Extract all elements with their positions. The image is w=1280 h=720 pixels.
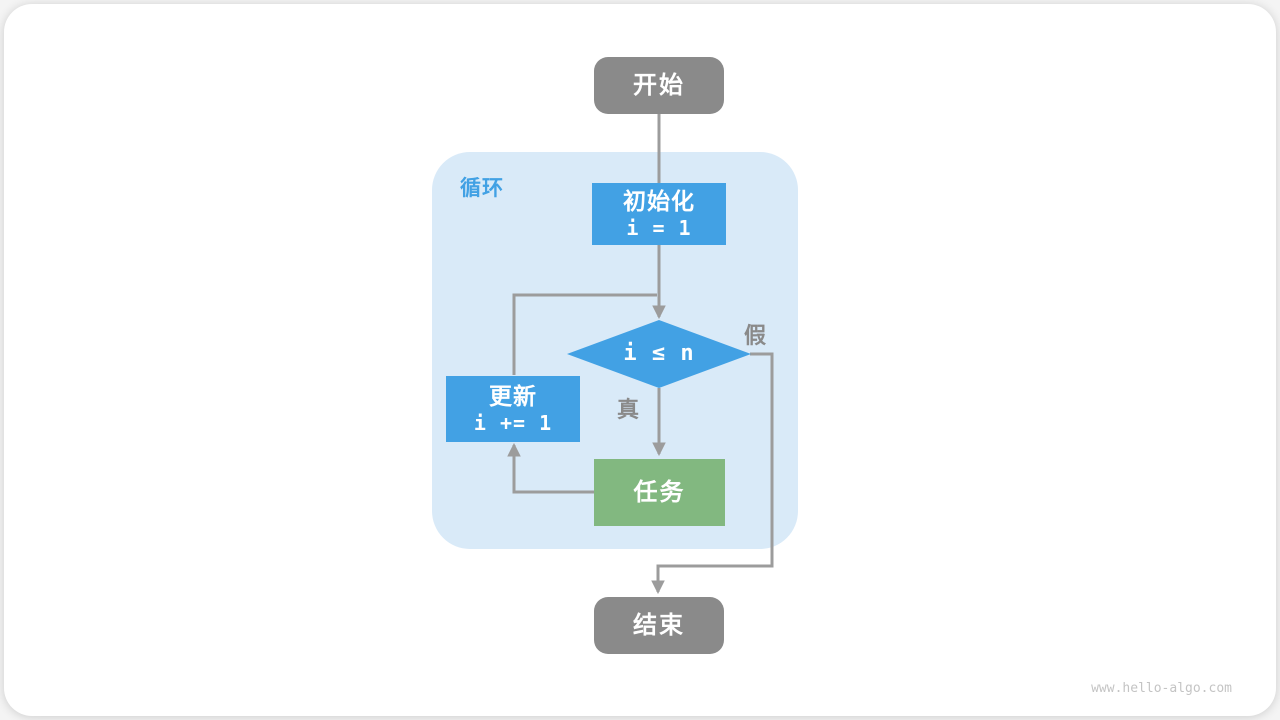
node-init-title: 初始化 <box>623 188 695 215</box>
node-update-title: 更新 <box>489 383 537 410</box>
flow-connectors <box>507 114 774 595</box>
node-task: 任务 <box>594 459 725 526</box>
loop-region-label: 循环 <box>460 177 504 200</box>
node-end-label: 结束 <box>633 611 685 639</box>
edge-update-to-mainline <box>512 293 657 375</box>
node-init: 初始化 i = 1 <box>592 183 726 245</box>
figure-card: 循环 开始 初始化 i = 1 i ≤ n 假 真 <box>4 4 1276 716</box>
edge-task-to-update <box>507 442 595 494</box>
edge-condition-false-to-end <box>651 352 774 595</box>
node-start: 开始 <box>594 57 724 114</box>
node-condition-code: i ≤ n <box>623 341 695 367</box>
node-update-code: i += 1 <box>473 410 553 435</box>
edge-label-false: 假 <box>744 323 767 348</box>
node-start-label: 开始 <box>633 71 685 99</box>
node-update: 更新 i += 1 <box>446 376 580 442</box>
node-task-label: 任务 <box>633 478 686 506</box>
node-init-code: i = 1 <box>626 215 692 240</box>
watermark-text: www.hello-algo.com <box>1091 681 1232 696</box>
node-end: 结束 <box>594 597 724 654</box>
edge-label-true: 真 <box>617 397 640 422</box>
